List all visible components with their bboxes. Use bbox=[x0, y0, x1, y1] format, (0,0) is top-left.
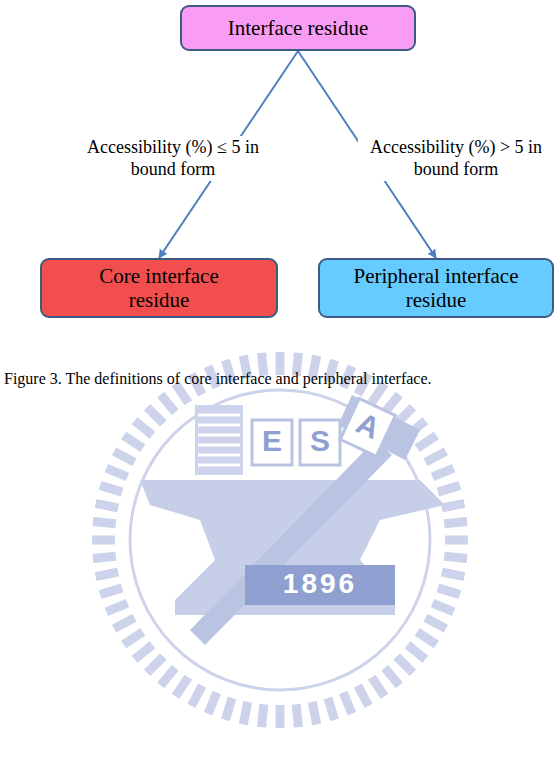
node-text: Core interface residue bbox=[82, 264, 236, 312]
figure-caption: Figure 3. The definitions of core interf… bbox=[4, 370, 432, 388]
watermark-text: E bbox=[252, 424, 292, 458]
core-box: Core interface residue bbox=[40, 258, 278, 318]
watermark-text: S bbox=[300, 424, 340, 458]
node-text: Interface residue bbox=[228, 16, 369, 40]
node-text: Peripheral interface residue bbox=[334, 264, 538, 312]
peripheral-box: Peripheral interface residue bbox=[318, 258, 554, 318]
root-box: Interface residue bbox=[180, 5, 416, 51]
watermark-text: 1896 bbox=[245, 568, 395, 600]
edge-label: Accessibility (%) ≤ 5 in bound form bbox=[60, 136, 286, 181]
edge-label: Accessibility (%) > 5 in bound form bbox=[358, 136, 554, 181]
